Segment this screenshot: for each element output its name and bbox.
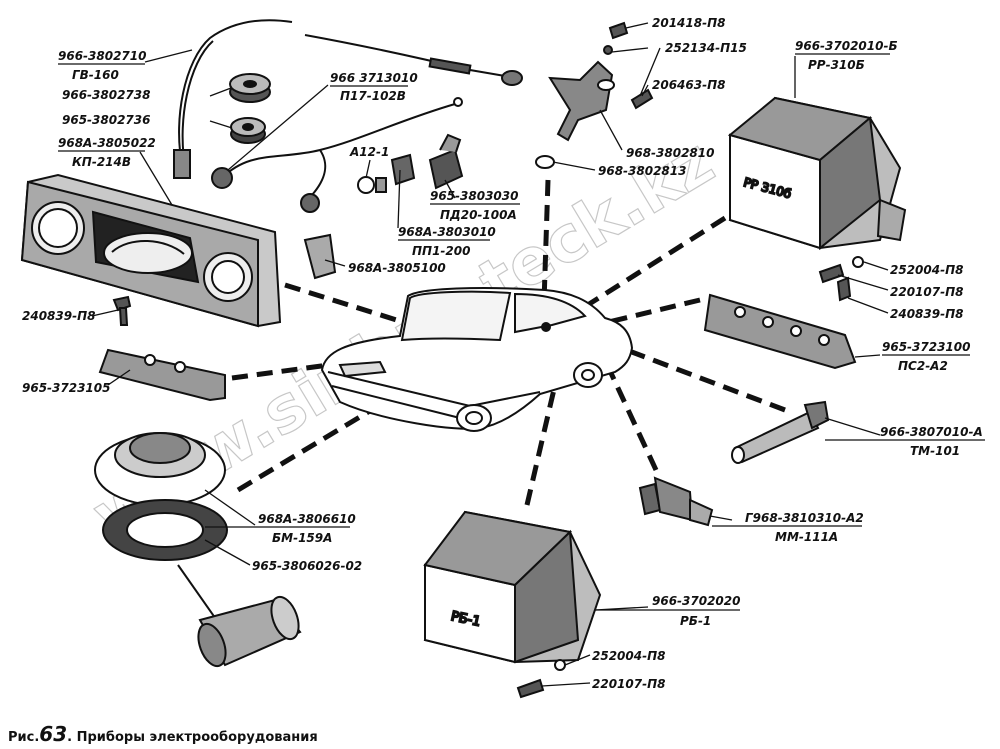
label-block-left: 965-3723105 — [22, 381, 110, 395]
label-drive: 968-3802810 — [626, 146, 714, 160]
instrument-panel — [20, 173, 282, 328]
caption-title: . Приборы электрооборудования — [67, 730, 318, 745]
svg-text:РБ-1: РБ-1 — [450, 609, 482, 630]
label-fuel-name: БМ-159А — [272, 531, 332, 545]
label-grommet2: 965-3802736 — [62, 113, 150, 127]
label-block-r-code: 965-3723100 — [882, 340, 970, 354]
label-washer-b: 252004-П8 — [592, 649, 665, 663]
caption-number: 63 — [39, 722, 68, 746]
label-block-r-name: ПС2-А2 — [898, 359, 948, 373]
label-screw-r: 220107-П8 — [890, 285, 963, 299]
label-grommet1: 966-3802738 — [62, 88, 150, 102]
label-rb-code: 966-3702020 — [652, 594, 740, 608]
label-harness-code: 966 3713010 — [330, 71, 418, 85]
label-cable-code: 966-3802710 — [58, 49, 146, 63]
car-outline — [320, 287, 634, 432]
part-labels: 966-3802710 ГВ-160 966-3802738 965-38027… — [22, 16, 985, 691]
speedometer-cable — [173, 19, 523, 179]
label-cable-name: ГВ-160 — [72, 68, 119, 82]
label-clip: 968А-3805100 — [348, 261, 446, 275]
oil-pressure-sensor — [638, 476, 714, 527]
terminal-block-right — [703, 293, 857, 370]
grommet-parts — [229, 73, 271, 144]
label-panel-code: 968А-3805022 — [58, 136, 156, 150]
label-sw2-code: 968А-3803010 — [398, 225, 496, 239]
label-screw-top: 206463-П8 — [652, 78, 725, 92]
label-rr-code: 966-3702010-Б — [795, 39, 898, 53]
label-fuel-code: 968А-3806610 — [258, 512, 356, 526]
label-oil-name: ММ-111А — [775, 530, 838, 544]
fuel-level-sensor — [94, 432, 302, 668]
speedometer-drive — [535, 21, 654, 169]
label-rb-name: РБ-1 — [680, 614, 711, 628]
label-sw2-name: ПП1-200 — [412, 244, 470, 258]
voltage-regulator-rr310b: РР 310б — [727, 96, 907, 302]
figure-caption: Рис.63. Приборы электрооборудования — [8, 722, 318, 746]
label-temp-name: ТМ-101 — [910, 444, 960, 458]
label-gasket: 965-3806026-02 — [252, 559, 362, 573]
label-temp-code: 966-3807010-А — [880, 425, 983, 439]
label-harness-name: П17-102В — [340, 89, 406, 103]
label-washer-top: 252134-П15 — [665, 41, 747, 55]
label-ring: 968-3802813 — [598, 164, 686, 178]
label-panel-name: КП-214В — [72, 155, 131, 169]
label-lamp: А12-1 — [349, 145, 389, 159]
lamp-and-switches — [303, 133, 464, 280]
label-sw1-name: ПД20-100А — [440, 208, 517, 222]
label-sw1-code: 965-3803030 — [430, 189, 518, 203]
label-rr-name: РР-310Б — [808, 58, 865, 72]
terminal-block-left — [98, 295, 226, 402]
wiring-harness — [211, 97, 463, 213]
label-screw-b: 220107-П8 — [592, 677, 665, 691]
temperature-sensor — [731, 400, 830, 464]
label-bolt-left: 240839-П8 — [22, 309, 95, 323]
label-bolt-top: 201418-П8 — [652, 16, 725, 30]
caption-prefix: Рис. — [8, 730, 40, 745]
label-washer-r: 252004-П8 — [890, 263, 963, 277]
relay-rb1: РБ-1 — [423, 510, 602, 699]
label-oil-code: Г968-3810310-А2 — [745, 511, 864, 525]
label-bolt-r: 240839-П8 — [890, 307, 963, 321]
leader-lines — [91, 22, 889, 687]
